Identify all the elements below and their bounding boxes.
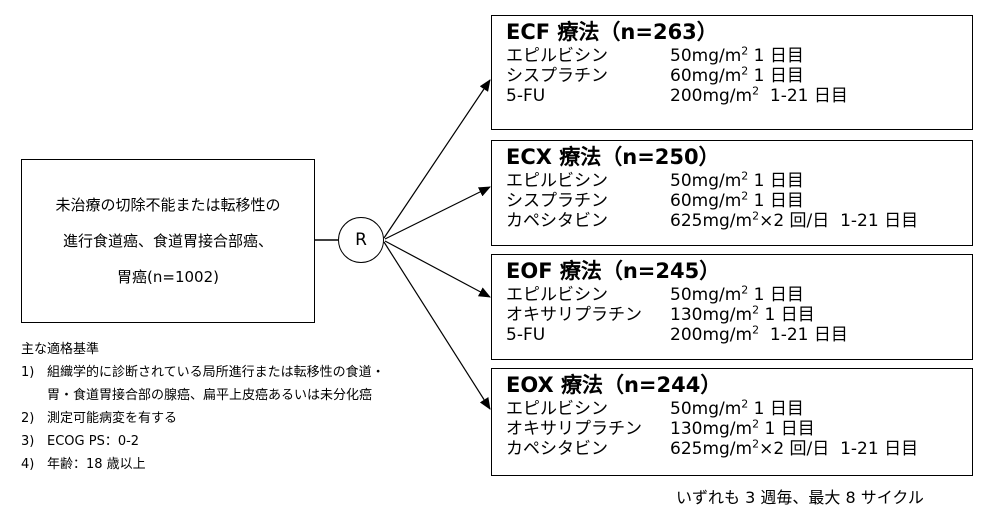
- drug-row: オキサリプラチン 130mg/m2 1 日目: [506, 417, 972, 439]
- patient-population-box: 未治療の切除不能または転移性の 進行食道癌、食道胃接合部癌、 胃癌(n=1002…: [21, 159, 315, 323]
- drug-dose: 50mg/m2 1 日目: [670, 169, 804, 191]
- criteria-text: 測定可能病変を有する: [47, 411, 178, 426]
- criteria-text: 組織学的に診断されている局所進行または転移性の食道・ 胃・食道胃接合部の腺癌、扁…: [47, 365, 385, 403]
- drug-dose: 60mg/m2 1 日目: [670, 64, 804, 86]
- arm-box-eof: EOF 療法（n=245） エピルビシン 50mg/m2 1 日目 オキサリプラ…: [491, 254, 973, 360]
- drug-dose: 200mg/m2 1-21 日目: [670, 323, 848, 345]
- drug-row: 5-FU 200mg/m2 1-21 日目: [506, 323, 972, 345]
- criteria-number: 4): [21, 457, 35, 472]
- arrow-to-ecf: [383, 79, 491, 239]
- criteria-item: 4) 年齢：18 歳以上: [21, 453, 385, 476]
- arm-box-ecf: ECF 療法（n=263） エピルビシン 50mg/m2 1 日目 シスプラチン…: [491, 15, 973, 130]
- drug-name: エピルビシン: [506, 171, 608, 191]
- drug-name: シスプラチン: [506, 191, 608, 211]
- drug-dose: 50mg/m2 1 日目: [670, 283, 804, 305]
- randomization-label: R: [355, 230, 367, 250]
- criteria-item: 3) ECOG PS：0-2: [21, 430, 385, 453]
- drug-row: エピルビシン 50mg/m2 1 日目: [506, 169, 972, 191]
- drug-dose: 625mg/m2×2 回/日 1-21 日目: [670, 209, 919, 231]
- drug-dose: 60mg/m2 1 日目: [670, 189, 804, 211]
- criteria-item: 2) 測定可能病変を有する: [21, 407, 385, 430]
- drug-row: カペシタビン 625mg/m2×2 回/日 1-21 日目: [506, 437, 972, 459]
- criteria-number: 2): [21, 411, 35, 426]
- drug-dose: 130mg/m2 1 日目: [670, 417, 815, 439]
- arm-title-ecf: ECF 療法（n=263）: [506, 20, 718, 44]
- criteria-text: 年齢：18 歳以上: [47, 457, 146, 472]
- drug-dose: 50mg/m2 1 日目: [670, 397, 804, 419]
- drug-dose: 50mg/m2 1 日目: [670, 44, 804, 66]
- drug-name: シスプラチン: [506, 66, 608, 86]
- drug-row: エピルビシン 50mg/m2 1 日目: [506, 397, 972, 419]
- criteria-item: 1) 組織学的に診断されている局所進行または転移性の食道・ 胃・食道胃接合部の腺…: [21, 361, 385, 407]
- drug-name: カペシタビン: [506, 211, 608, 231]
- drug-row: エピルビシン 50mg/m2 1 日目: [506, 44, 972, 66]
- drug-row: オキサリプラチン 130mg/m2 1 日目: [506, 303, 972, 325]
- arrow-to-ecx: [384, 186, 491, 240]
- drug-name: エピルビシン: [506, 285, 608, 305]
- drug-name: オキサリプラチン: [506, 305, 642, 325]
- drug-dose: 130mg/m2 1 日目: [670, 303, 815, 325]
- arm-title-ecx: ECX 療法（n=250）: [506, 145, 720, 169]
- randomization-node: R: [338, 217, 384, 263]
- arm-box-eox: EOX 療法（n=244） エピルビシン 50mg/m2 1 日目 オキサリプラ…: [491, 368, 973, 476]
- population-line-3: 胃癌(n=1002): [117, 268, 219, 286]
- arrow-to-eof: [384, 240, 491, 298]
- population-line-2: 進行食道癌、食道胃接合部癌、: [62, 232, 273, 250]
- drug-row: シスプラチン 60mg/m2 1 日目: [506, 64, 972, 86]
- drug-name: カペシタビン: [506, 439, 608, 459]
- drug-row: シスプラチン 60mg/m2 1 日目: [506, 189, 972, 211]
- criteria-number: 3): [21, 434, 35, 449]
- criteria-title: 主な適格基準: [21, 342, 100, 357]
- population-line-1: 未治療の切除不能または転移性の: [55, 196, 281, 214]
- drug-row: 5-FU 200mg/m2 1-21 日目: [506, 84, 972, 106]
- criteria-text: ECOG PS：0-2: [47, 434, 140, 449]
- cycle-footnote: いずれも 3 週毎、最大 8 サイクル: [676, 488, 924, 507]
- drug-name: エピルビシン: [506, 399, 608, 419]
- eligibility-criteria: 主な適格基準 1) 組織学的に診断されている局所進行または転移性の食道・ 胃・食…: [21, 338, 385, 476]
- arm-box-ecx: ECX 療法（n=250） エピルビシン 50mg/m2 1 日目 シスプラチン…: [491, 140, 973, 246]
- drug-name: 5-FU: [506, 325, 546, 345]
- criteria-number: 1): [21, 365, 35, 380]
- drug-dose: 625mg/m2×2 回/日 1-21 日目: [670, 437, 919, 459]
- drug-row: エピルビシン 50mg/m2 1 日目: [506, 283, 972, 305]
- drug-name: 5-FU: [506, 86, 546, 106]
- drug-dose: 200mg/m2 1-21 日目: [670, 84, 848, 106]
- drug-name: エピルビシン: [506, 46, 608, 66]
- arm-title-eof: EOF 療法（n=245）: [506, 259, 721, 283]
- arrow-to-eox: [383, 241, 491, 410]
- drug-row: カペシタビン 625mg/m2×2 回/日 1-21 日目: [506, 209, 972, 231]
- arm-title-eox: EOX 療法（n=244）: [506, 373, 722, 397]
- drug-name: オキサリプラチン: [506, 419, 642, 439]
